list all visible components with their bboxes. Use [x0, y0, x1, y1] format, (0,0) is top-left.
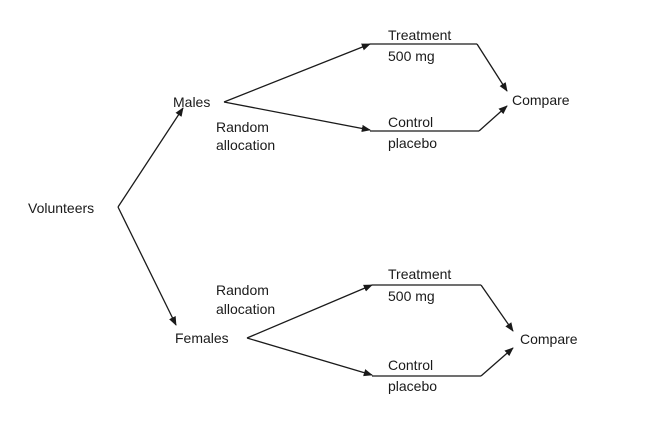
males-control-label: Control — [388, 114, 434, 130]
males-node: Males — [173, 94, 211, 110]
males-control-placebo: placebo — [388, 135, 438, 151]
arrow-volunteers-to-females — [117, 206, 177, 326]
males-allocation-label: allocation — [216, 137, 276, 153]
females-control-placebo: placebo — [388, 378, 438, 394]
females-compare-node: Compare — [520, 331, 578, 347]
females-node: Females — [175, 330, 229, 346]
volunteers-node: Volunteers — [28, 200, 95, 216]
males-compare-node: Compare — [512, 92, 570, 108]
arrow-females-control-to-compare — [480, 347, 514, 377]
arrow-females-to-control — [246, 337, 373, 377]
females-control-label: Control — [388, 357, 434, 373]
females-allocation-label: allocation — [216, 301, 276, 317]
arrow-males-to-control — [223, 101, 371, 133]
arrow-males-to-treatment — [223, 43, 371, 103]
males-random-label: Random — [216, 119, 269, 135]
arrow-males-treatment-to-compare — [476, 43, 508, 92]
females-treatment-dose: 500 mg — [388, 288, 435, 304]
males-treatment-dose: 500 mg — [388, 48, 435, 64]
arrow-volunteers-to-males — [117, 107, 184, 208]
arrow-females-treatment-to-compare — [480, 284, 514, 332]
males-treatment-label: Treatment — [388, 27, 452, 43]
arrow-males-control-to-compare — [478, 105, 508, 132]
females-random-label: Random — [216, 282, 269, 298]
arrow-females-to-treatment — [246, 284, 373, 339]
females-treatment-label: Treatment — [388, 266, 452, 282]
